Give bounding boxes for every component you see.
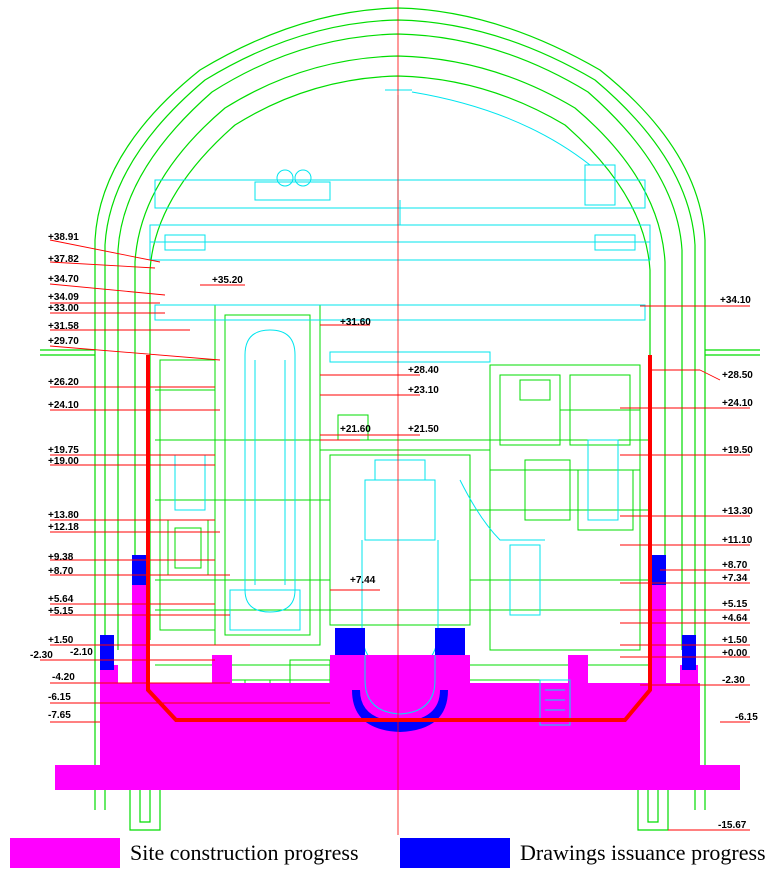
legend-label-drawings: Drawings issuance progress	[520, 840, 766, 865]
level-label: -6.15	[735, 712, 758, 723]
level-label: +13.30	[722, 506, 753, 517]
level-label: +5.64	[48, 594, 74, 605]
level-label: +35.20	[212, 275, 243, 286]
level-label: +34.09	[48, 292, 79, 303]
level-label: +1.50	[722, 635, 748, 646]
level-label: +13.80	[48, 510, 79, 521]
level-label: +37.82	[48, 254, 79, 265]
steel-liner	[146, 355, 652, 722]
level-label: +7.34	[722, 573, 748, 584]
level-label: +21.50	[408, 424, 439, 435]
level-label: +0.00	[722, 648, 748, 659]
right-level-labels: +34.10 +28.50 +24.10 +19.50 +13.30 +11.1…	[718, 295, 758, 831]
level-label: +21.60	[340, 424, 371, 435]
level-label: -7.65	[48, 710, 71, 721]
level-label: +28.40	[408, 365, 439, 376]
left-level-labels: +38.91 +37.82 +34.70 +34.09 +33.00 +31.5…	[30, 232, 93, 721]
level-label: +33.00	[48, 303, 79, 314]
legend-label-site: Site construction progress	[130, 840, 359, 865]
legend-site: Site construction progress	[10, 838, 359, 868]
site-construction-progress	[55, 585, 740, 790]
legend-drawings: Drawings issuance progress	[400, 838, 766, 868]
level-label: +8.70	[48, 566, 74, 577]
level-label: +1.50	[48, 635, 74, 646]
legend-swatch-drawings	[400, 838, 510, 868]
polar-crane-equipment	[149, 89, 651, 726]
level-label: +5.15	[48, 606, 74, 617]
inner-level-labels: +35.20 +31.60 +28.40 +23.10 +21.60 +21.5…	[212, 275, 439, 586]
level-label: +8.70	[722, 560, 748, 571]
level-label: +12.18	[48, 522, 79, 533]
level-label: +29.70	[48, 336, 79, 347]
level-label: +26.20	[48, 377, 79, 388]
legend-swatch-site	[10, 838, 120, 868]
level-label: -4.20	[52, 672, 75, 683]
level-label: +34.70	[48, 274, 79, 285]
level-label: +24.10	[48, 400, 79, 411]
level-label: +11.10	[722, 535, 753, 546]
level-label: +38.91	[48, 232, 79, 243]
level-label: -2.30	[722, 675, 745, 686]
level-label: +28.50	[722, 370, 753, 381]
level-label: +23.10	[408, 385, 439, 396]
level-label: -15.67	[718, 820, 747, 831]
level-label: +24.10	[722, 398, 753, 409]
level-label: +19.50	[722, 445, 753, 456]
level-lines	[40, 239, 750, 831]
level-label: +34.10	[720, 295, 751, 306]
level-label: -2.30	[30, 650, 53, 661]
level-label: +7.44	[350, 575, 376, 586]
level-label: +4.64	[722, 613, 748, 624]
level-label: -6.15	[48, 692, 71, 703]
level-label: +19.00	[48, 456, 79, 467]
level-label: +9.38	[48, 552, 74, 563]
level-label: +19.75	[48, 445, 79, 456]
internal-structures	[155, 304, 650, 716]
level-label: -2.10	[70, 647, 93, 658]
level-label: +5.15	[722, 599, 748, 610]
level-label: +31.60	[340, 317, 371, 328]
reactor-vessel-bottom	[364, 655, 571, 726]
level-label: +31.58	[48, 321, 79, 332]
